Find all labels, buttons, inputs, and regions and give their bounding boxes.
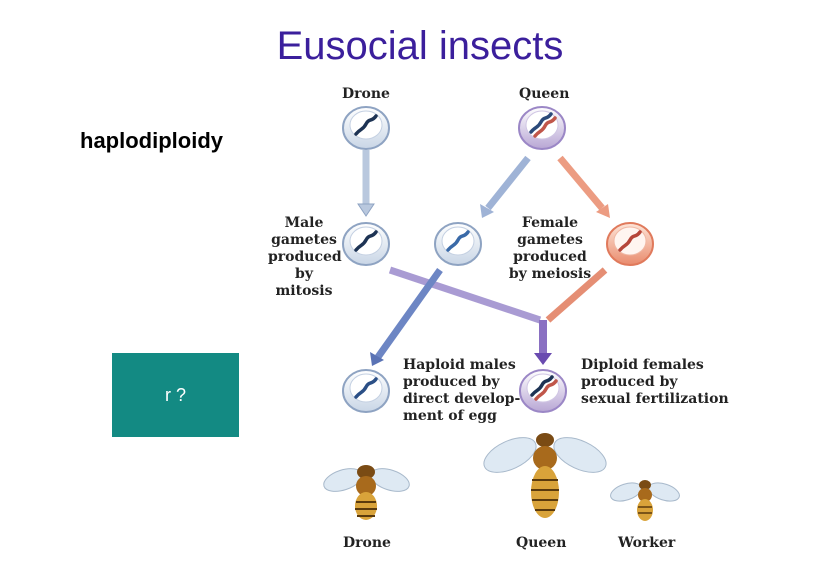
bottom-queen-label: Queen	[516, 535, 567, 551]
arrow-red-gamete-to-diploid-female	[545, 267, 608, 323]
male-gametes-label: Male gametes produced by mitosis	[268, 215, 342, 299]
arrow-male-gamete-to-diploid-female	[388, 266, 542, 324]
drone-bee-icon	[323, 465, 410, 520]
female-gametes-label: Female gametes produced by meiosis	[508, 215, 592, 282]
slide-title: Eusocial insects	[276, 24, 564, 68]
male-gamete-cell-icon	[342, 222, 390, 266]
haploid-male-cell-icon	[342, 369, 390, 413]
egg-blue-cell-icon	[434, 222, 482, 266]
worker-bee-icon	[610, 480, 680, 521]
drone-cell-icon	[342, 106, 390, 150]
queen-label: Queen	[519, 86, 570, 102]
queen-bee-icon	[483, 433, 607, 518]
slide-subtitle: haplodiploidy	[80, 128, 223, 153]
arrow-queen-to-female-gamete-blue	[485, 155, 531, 211]
relatedness-box-text: r ?	[164, 384, 186, 405]
diploid-female-cell-icon	[519, 369, 567, 413]
arrows	[357, 150, 610, 366]
haploid-males-label: Haploid males produced by direct develop…	[403, 357, 521, 424]
bottom-drone-label: Drone	[343, 535, 391, 551]
diploid-females-label: Diploid females produced by sexual ferti…	[581, 357, 729, 407]
drone-label: Drone	[342, 86, 390, 102]
arrow-egg-to-haploid-male	[375, 267, 443, 360]
bottom-worker-label: Worker	[618, 535, 676, 551]
arrow-queen-to-female-gamete-red	[557, 155, 605, 211]
queen-cell-icon	[518, 106, 566, 150]
egg-red-cell-icon	[606, 222, 654, 266]
relatedness-box: r ?	[112, 353, 239, 437]
